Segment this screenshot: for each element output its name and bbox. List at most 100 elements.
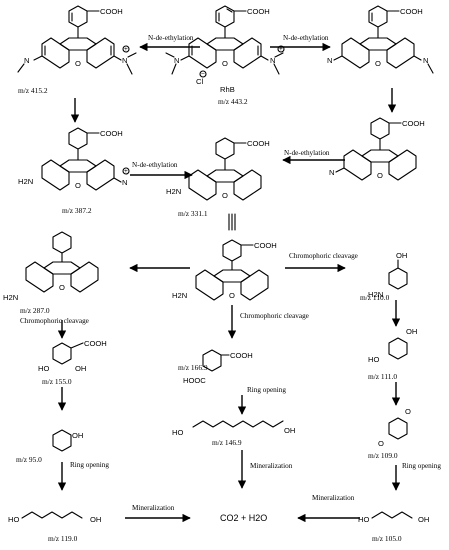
svg-text:−: − bbox=[201, 71, 205, 78]
svg-text:O: O bbox=[75, 181, 81, 190]
svg-text:COOH: COOH bbox=[100, 129, 123, 138]
svg-text:RhB: RhB bbox=[220, 85, 235, 94]
svg-text:m/z 105.0: m/z 105.0 bbox=[372, 534, 402, 543]
svg-text:O: O bbox=[378, 439, 384, 448]
structure-105: HO OH m/z 105.0 bbox=[358, 511, 429, 543]
structure-415b: COOH O N N bbox=[327, 5, 434, 74]
structure-109: O O m/z 109.0 bbox=[368, 407, 411, 460]
svg-text:HO: HO bbox=[172, 428, 183, 437]
svg-text:OH: OH bbox=[418, 515, 429, 524]
structure-rhb: COOH O N N + − Cl RhB m/z 443.2 bbox=[165, 5, 285, 106]
svg-text:O: O bbox=[375, 59, 381, 68]
svg-text:m/z 110.0: m/z 110.0 bbox=[360, 293, 390, 302]
svg-text:H2N: H2N bbox=[166, 187, 181, 196]
svg-text:N: N bbox=[327, 56, 332, 65]
svg-text:O: O bbox=[59, 283, 65, 292]
svg-text:+: + bbox=[124, 46, 128, 53]
svg-text:OH: OH bbox=[72, 431, 83, 440]
svg-text:OH: OH bbox=[90, 515, 101, 524]
svg-text:O: O bbox=[75, 59, 81, 68]
step-label-mineral-2: Mineralization bbox=[132, 504, 175, 512]
svg-text:+: + bbox=[124, 168, 128, 175]
structure-166: COOH HOOC m/z 166.9 bbox=[178, 349, 253, 385]
svg-text:O: O bbox=[222, 191, 228, 200]
svg-text:COOH: COOH bbox=[230, 351, 253, 360]
step-label-chromo-2: Chromophoric cleavage bbox=[20, 317, 89, 325]
svg-text:N: N bbox=[122, 56, 127, 65]
step-label-chromo-3: Chromophoric cleavage bbox=[240, 312, 309, 320]
svg-text:m/z 415.2: m/z 415.2 bbox=[18, 86, 48, 95]
reaction-arrows bbox=[57, 42, 401, 523]
structure-331: COOH O H2N m/z 331.1 bbox=[166, 137, 270, 218]
svg-text:COOH: COOH bbox=[247, 7, 270, 16]
structure-387b: COOH O N bbox=[329, 117, 425, 181]
svg-text:HO: HO bbox=[38, 364, 49, 373]
step-label-deethyl-2: N-de-ethylation bbox=[283, 34, 329, 42]
structure-331b: COOH O H2N bbox=[172, 239, 277, 301]
svg-text:N: N bbox=[174, 56, 179, 65]
svg-text:m/z 166.9: m/z 166.9 bbox=[178, 363, 208, 372]
svg-text:Cl: Cl bbox=[196, 77, 203, 86]
step-label-deethyl-4: N-de-ethylation bbox=[284, 149, 330, 157]
structure-95: OH m/z 95.0 bbox=[16, 429, 83, 464]
svg-text:O: O bbox=[405, 407, 411, 416]
step-label-deethyl-3: N-de-ethylation bbox=[132, 161, 178, 169]
svg-text:COOH: COOH bbox=[254, 241, 277, 250]
step-label-mineral-1: Mineralization bbox=[250, 462, 293, 470]
final-product: CO2 + H2O bbox=[220, 513, 267, 523]
svg-text:+: + bbox=[279, 46, 283, 53]
svg-text:OH: OH bbox=[75, 364, 86, 373]
svg-text:HO: HO bbox=[368, 355, 379, 364]
structure-146: HO OH m/z 146.9 bbox=[172, 420, 295, 447]
step-label-mineral-3: Mineralization bbox=[312, 494, 355, 502]
structure-110: OH H2N m/z 110.0 bbox=[360, 251, 408, 302]
svg-text:OH: OH bbox=[284, 426, 295, 435]
svg-text:N: N bbox=[423, 56, 428, 65]
svg-text:O: O bbox=[229, 291, 235, 300]
svg-text:HO: HO bbox=[358, 515, 369, 524]
svg-text:COOH: COOH bbox=[247, 139, 270, 148]
svg-text:m/z 95.0: m/z 95.0 bbox=[16, 455, 42, 464]
svg-text:N: N bbox=[24, 56, 29, 65]
structure-387: COOH O H2N N + m/z 387.2 bbox=[18, 127, 130, 215]
step-label-chromo-1: Chromophoric cleavage bbox=[289, 252, 358, 260]
svg-text:O: O bbox=[377, 171, 383, 180]
structure-111: OH HO m/z 111.0 bbox=[368, 327, 417, 381]
structure-119: HO OH m/z 119.0 bbox=[8, 511, 101, 543]
svg-text:m/z 387.2: m/z 387.2 bbox=[62, 206, 92, 215]
svg-text:N: N bbox=[329, 168, 334, 177]
structure-155: COOH HO OH m/z 155.0 bbox=[38, 339, 107, 386]
svg-text:H2N: H2N bbox=[18, 177, 33, 186]
svg-text:HO: HO bbox=[8, 515, 19, 524]
step-label-ring-2: Ring opening bbox=[70, 461, 109, 469]
svg-text:COOH: COOH bbox=[402, 119, 425, 128]
svg-text:COOH: COOH bbox=[84, 339, 107, 348]
svg-text:H2N: H2N bbox=[368, 290, 383, 299]
svg-text:m/z 119.0: m/z 119.0 bbox=[48, 534, 78, 543]
step-label-ring-1: Ring opening bbox=[247, 386, 286, 394]
svg-text:O: O bbox=[222, 59, 228, 68]
svg-text:N: N bbox=[122, 178, 127, 187]
svg-text:H2N: H2N bbox=[172, 291, 187, 300]
svg-text:m/z 443.2: m/z 443.2 bbox=[218, 97, 248, 106]
equivalence-bars bbox=[228, 213, 236, 231]
svg-text:OH: OH bbox=[406, 327, 417, 336]
svg-text:N: N bbox=[270, 56, 275, 65]
step-label-deethyl-1: N-de-ethylation bbox=[148, 34, 194, 42]
svg-text:OH: OH bbox=[396, 251, 407, 260]
svg-text:H2N: H2N bbox=[3, 293, 18, 302]
svg-text:HOOC: HOOC bbox=[183, 376, 206, 385]
step-labels: N-de-ethylation N-de-ethylation N-de-eth… bbox=[20, 34, 441, 512]
structure-415: COOH O N N + m/z 415.2 bbox=[17, 5, 137, 95]
svg-text:m/z 111.0: m/z 111.0 bbox=[368, 372, 397, 381]
svg-text:m/z 155.0: m/z 155.0 bbox=[42, 377, 72, 386]
svg-text:m/z 287.0: m/z 287.0 bbox=[20, 306, 50, 315]
svg-text:COOH: COOH bbox=[400, 7, 423, 16]
svg-text:COOH: COOH bbox=[100, 7, 123, 16]
svg-text:m/z 109.0: m/z 109.0 bbox=[368, 451, 398, 460]
structure-287: O H2N m/z 287.0 bbox=[3, 231, 99, 315]
svg-text:m/z 331.1: m/z 331.1 bbox=[178, 209, 208, 218]
svg-text:m/z 146.9: m/z 146.9 bbox=[212, 438, 242, 447]
step-label-ring-3: Ring opening bbox=[402, 462, 441, 470]
